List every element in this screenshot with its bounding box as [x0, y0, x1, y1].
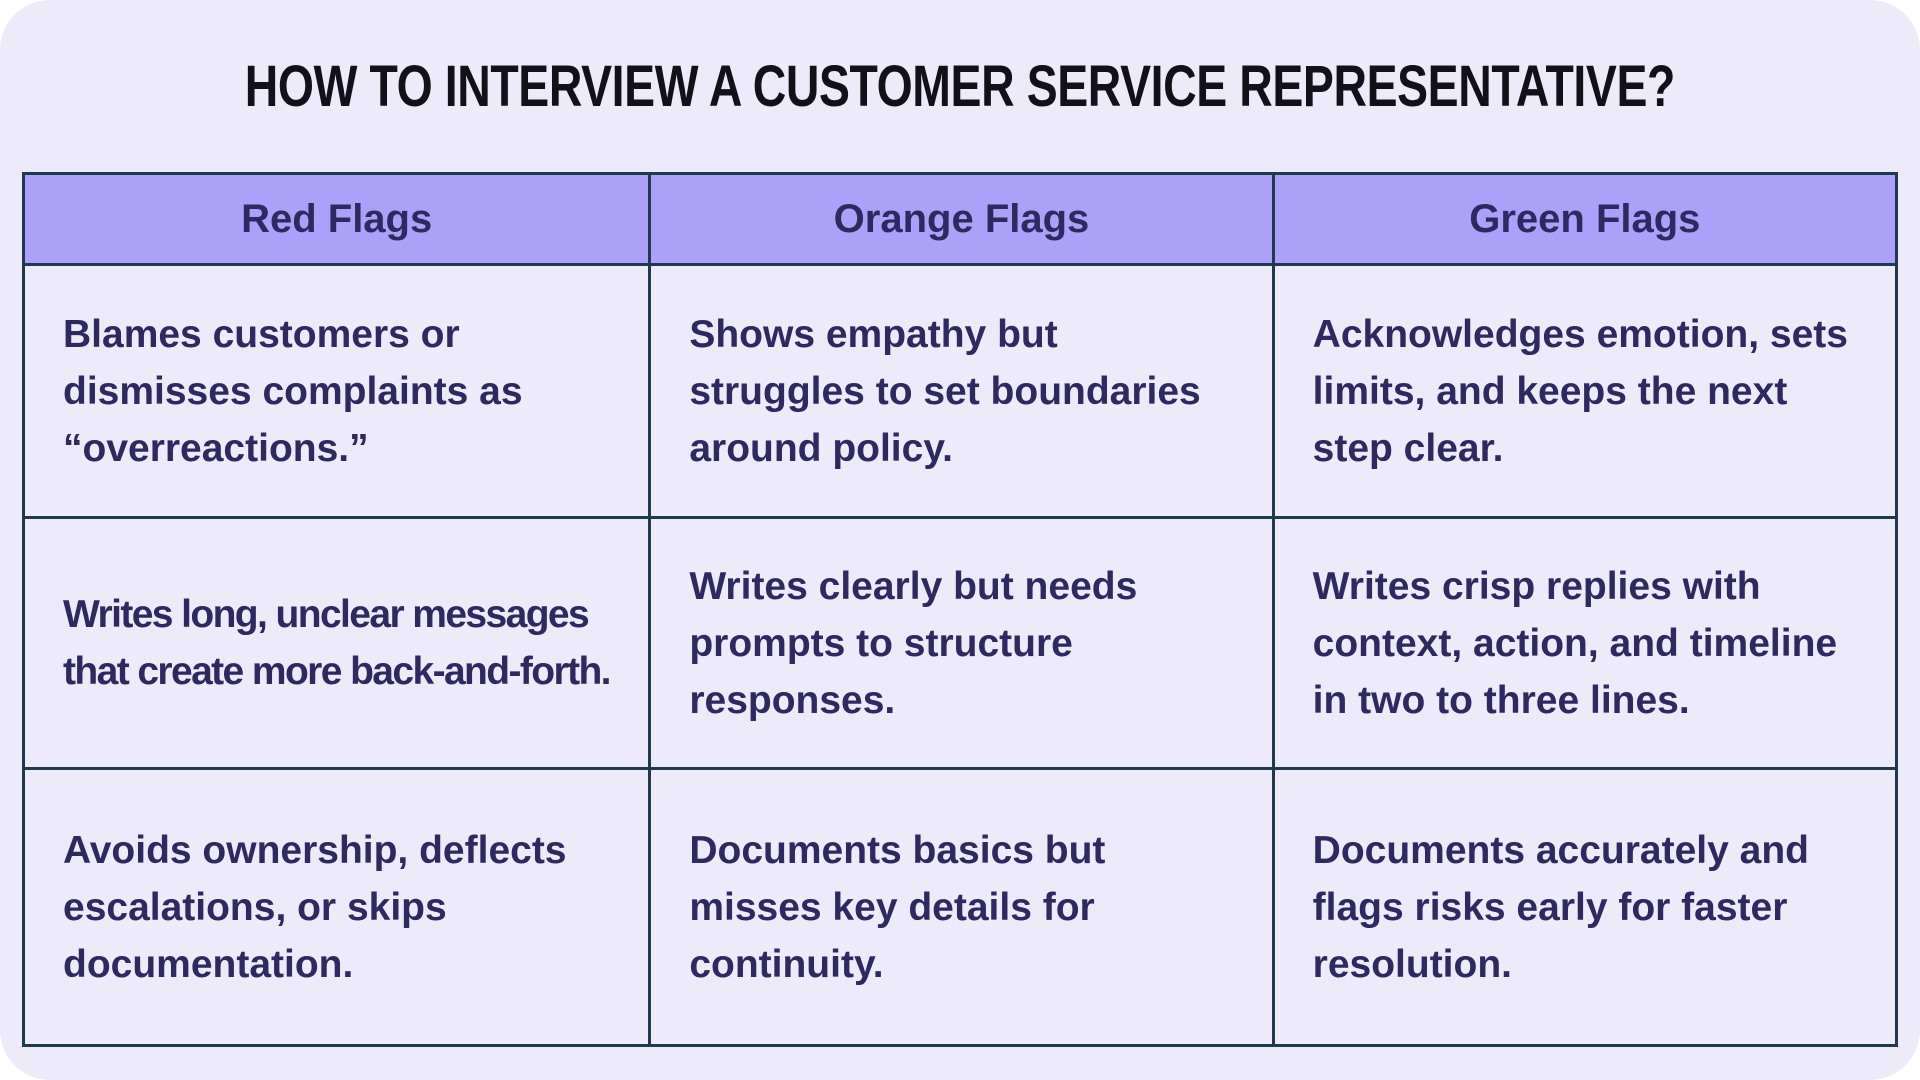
cell-orange-row3: Documents basics but misses key details … — [648, 767, 1272, 1044]
cell-red-row1: Blames customers or dismisses complaints… — [25, 263, 649, 516]
header-orange-flags: Orange Flags — [648, 175, 1272, 263]
cell-orange-row1: Shows empathy but struggles to set bound… — [648, 263, 1272, 516]
cell-green-row3: Documents accurately and flags risks ear… — [1271, 767, 1895, 1044]
cell-green-row1: Acknowledges emotion, sets limits, and k… — [1271, 263, 1895, 516]
cell-green-row2: Writes crisp replies with context, actio… — [1271, 516, 1895, 767]
cell-red-row2: Writes long, unclear messages that creat… — [25, 516, 649, 767]
cell-red-row3: Avoids ownership, deflects escalations, … — [25, 767, 649, 1044]
cell-orange-row2: Writes clearly but needs prompts to stru… — [648, 516, 1272, 767]
page-title: HOW TO INTERVIEW A CUSTOMER SERVICE REPR… — [244, 53, 1676, 119]
header-red-flags: Red Flags — [25, 175, 649, 263]
flags-comparison-table: Red Flags Orange Flags Green Flags Blame… — [22, 172, 1898, 1047]
title-bar: HOW TO INTERVIEW A CUSTOMER SERVICE REPR… — [0, 0, 1920, 172]
header-green-flags: Green Flags — [1271, 175, 1895, 263]
